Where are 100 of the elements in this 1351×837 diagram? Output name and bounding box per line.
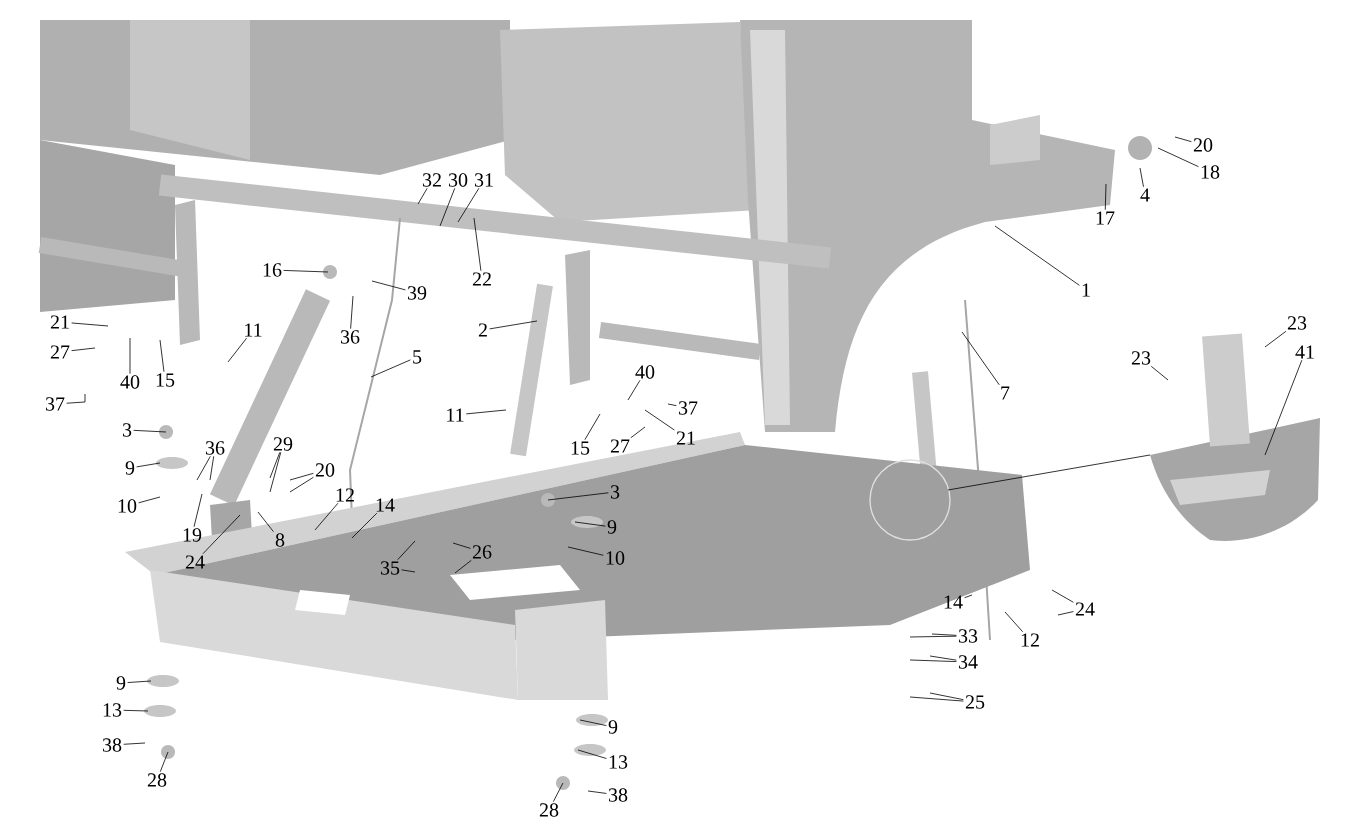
leader-line bbox=[929, 692, 964, 701]
leader-line bbox=[630, 426, 646, 439]
leader-line bbox=[209, 455, 215, 481]
callout-number: 41 bbox=[1295, 345, 1314, 359]
callout-number: 33 bbox=[958, 629, 978, 643]
leader-line bbox=[66, 393, 86, 404]
callout-number: 19 bbox=[183, 528, 202, 542]
callout-number: 3 bbox=[122, 423, 132, 437]
callout-number: 25 bbox=[965, 695, 985, 709]
leader-line bbox=[587, 790, 607, 794]
leader-line bbox=[289, 476, 314, 493]
leader-line bbox=[314, 502, 339, 531]
leader-line bbox=[350, 295, 354, 330]
callout-number: 20 bbox=[315, 463, 335, 477]
leader-line bbox=[202, 514, 241, 555]
leader-line bbox=[1150, 365, 1169, 381]
callout-number: 15 bbox=[571, 441, 590, 455]
callout-number: 12 bbox=[336, 488, 354, 502]
leader-line bbox=[133, 429, 167, 433]
leader-line bbox=[417, 187, 428, 205]
callout-number: 7 bbox=[1001, 386, 1010, 400]
leader-line bbox=[193, 493, 203, 528]
leader-line bbox=[644, 409, 675, 431]
callout-number: 36 bbox=[205, 441, 225, 455]
leader-line bbox=[123, 709, 149, 712]
callout-number: 9 bbox=[125, 461, 135, 475]
leader-line bbox=[123, 742, 146, 745]
leader-line bbox=[401, 569, 416, 573]
callout-number: 26 bbox=[472, 545, 492, 559]
leader-line bbox=[1157, 147, 1199, 168]
leader-line bbox=[159, 339, 165, 373]
leader-line bbox=[196, 455, 211, 481]
callout-number: 21 bbox=[676, 431, 695, 445]
callout-number: 10 bbox=[118, 499, 137, 513]
callout-number: 9 bbox=[607, 520, 617, 534]
leader-line bbox=[227, 337, 247, 363]
leader-line bbox=[397, 540, 416, 561]
callout-number: 10 bbox=[606, 551, 625, 565]
leader-line bbox=[439, 187, 456, 227]
callout-number: 28 bbox=[147, 773, 167, 787]
callout-number: 11 bbox=[245, 323, 262, 337]
leader-line bbox=[138, 496, 161, 504]
leader-line bbox=[1051, 589, 1074, 603]
callout-number: 9 bbox=[608, 720, 618, 734]
leader-line bbox=[667, 403, 677, 407]
callout-number: 21 bbox=[50, 315, 69, 329]
callout-number: 13 bbox=[103, 703, 122, 717]
callout-number: 23 bbox=[1287, 316, 1307, 330]
callout-number: 29 bbox=[273, 437, 293, 451]
callout-number: 23 bbox=[1131, 351, 1151, 365]
leader-line bbox=[909, 635, 957, 638]
leader-line bbox=[1264, 359, 1303, 456]
callout-number: 12 bbox=[1021, 633, 1039, 647]
leader-line bbox=[964, 594, 973, 599]
callout-number: 34 bbox=[958, 655, 978, 669]
callout-number: 37 bbox=[678, 401, 698, 415]
leader-line bbox=[127, 680, 152, 683]
callout-number: 5 bbox=[413, 350, 422, 364]
leader-line bbox=[1104, 183, 1107, 211]
callout-number: 27 bbox=[50, 345, 70, 359]
leader-line bbox=[961, 331, 1000, 386]
callout-number: 9 bbox=[116, 676, 126, 690]
leader-line bbox=[452, 542, 471, 549]
callout-number: 1 bbox=[1082, 283, 1090, 297]
callout-number: 30 bbox=[448, 173, 468, 187]
leader-line bbox=[909, 659, 957, 662]
leader-line bbox=[579, 719, 607, 726]
leader-line bbox=[1139, 167, 1144, 188]
leader-line bbox=[574, 521, 606, 527]
callout-number: 38 bbox=[102, 738, 122, 752]
callout-number: 37 bbox=[45, 397, 65, 411]
callout-number: 32 bbox=[422, 173, 441, 187]
leader-line bbox=[567, 546, 604, 556]
callout-number: 15 bbox=[156, 373, 175, 387]
callout-number: 18 bbox=[1201, 165, 1220, 179]
leader-line bbox=[351, 512, 378, 539]
callout-number: 35 bbox=[380, 561, 400, 575]
callout-number: 36 bbox=[340, 330, 360, 344]
leader-line bbox=[159, 751, 169, 773]
leader-line bbox=[71, 347, 96, 352]
callout-number: 24 bbox=[1075, 602, 1095, 616]
leader-line bbox=[457, 187, 480, 223]
leader-line bbox=[465, 409, 507, 415]
callout-number: 28 bbox=[539, 803, 559, 817]
callout-number: 2 bbox=[478, 323, 487, 337]
leader-line bbox=[129, 337, 131, 375]
leader-line bbox=[1174, 136, 1192, 143]
callout-number: 22 bbox=[472, 272, 491, 286]
leader-line bbox=[552, 782, 564, 803]
leader-line bbox=[283, 270, 329, 273]
callout-number: 40 bbox=[635, 365, 655, 379]
leader-line bbox=[269, 451, 282, 493]
callout-number: 20 bbox=[1193, 138, 1213, 152]
callout-number: 40 bbox=[120, 375, 140, 389]
leader-line bbox=[1004, 611, 1024, 633]
callout-number: 13 bbox=[609, 755, 628, 769]
leader-line bbox=[370, 359, 411, 378]
leader-line bbox=[269, 451, 281, 479]
leader-line bbox=[257, 511, 274, 533]
leader-line bbox=[454, 559, 472, 574]
